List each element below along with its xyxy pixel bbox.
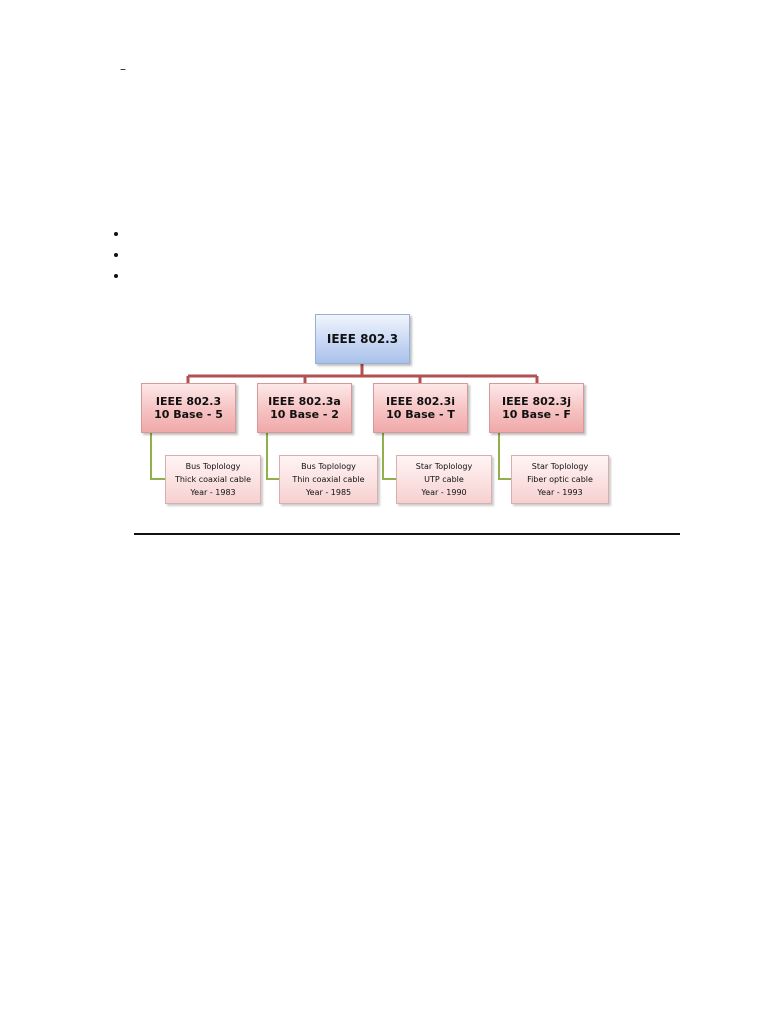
detail-node: Bus Toplology Thin coaxial cable Year - … (279, 455, 378, 504)
connector-lines (150, 364, 539, 480)
standard-name: IEEE 802.3a (268, 395, 341, 408)
standard-name: IEEE 802.3i (385, 395, 456, 408)
detail-year: Year - 1985 (305, 488, 352, 497)
detail-topology: Star Toplology (415, 462, 473, 471)
detail-connector (150, 433, 165, 480)
detail-cable: UTP cable (424, 475, 464, 484)
standard-media: 10 Base - T (386, 408, 455, 421)
detail-connector (266, 433, 279, 480)
page-dash: – (120, 62, 126, 76)
detail-connector (382, 433, 396, 480)
bullet-icon (114, 253, 118, 257)
detail-year: Year - 1983 (190, 488, 236, 497)
detail-topology: Bus Toplology (185, 462, 241, 471)
standard-node: IEEE 802.3 10 Base - 5 (141, 383, 236, 433)
standard-media: 10 Base - F (502, 408, 571, 421)
standard-media: 10 Base - 2 (270, 408, 339, 421)
detail-topology: Bus Toplology (301, 462, 356, 471)
detail-node: Star Toplology Fiber optic cable Year - … (511, 455, 609, 504)
detail-topology: Star Toplology (531, 462, 589, 471)
detail-year: Year - 1990 (421, 488, 467, 497)
bullet-icon (114, 232, 118, 236)
standard-node: IEEE 802.3a 10 Base - 2 (257, 383, 352, 433)
detail-node: Star Toplology UTP cable Year - 1990 (396, 455, 492, 504)
standard-media: 10 Base - 5 (154, 408, 223, 421)
detail-node: Bus Toplology Thick coaxial cable Year -… (165, 455, 261, 504)
horizontal-rule (134, 533, 680, 535)
ieee-802-3-hierarchy-diagram: IEEE 802.3 IEEE 802.3 10 Base - 5 IEEE 8… (141, 314, 609, 504)
detail-cable: Fiber optic cable (527, 475, 593, 484)
standard-name: IEEE 802.3 (155, 395, 222, 408)
detail-connector (498, 433, 511, 480)
standard-node: IEEE 802.3j 10 Base - F (489, 383, 584, 433)
detail-cable: Thick coaxial cable (174, 475, 252, 484)
detail-cable: Thin coaxial cable (292, 475, 365, 484)
root-node-label: IEEE 802.3 (326, 332, 399, 346)
bullet-icon (114, 274, 118, 278)
standard-name: IEEE 802.3j (501, 395, 572, 408)
standard-node: IEEE 802.3i 10 Base - T (373, 383, 468, 433)
detail-year: Year - 1993 (537, 488, 583, 497)
root-node: IEEE 802.3 (315, 314, 410, 364)
